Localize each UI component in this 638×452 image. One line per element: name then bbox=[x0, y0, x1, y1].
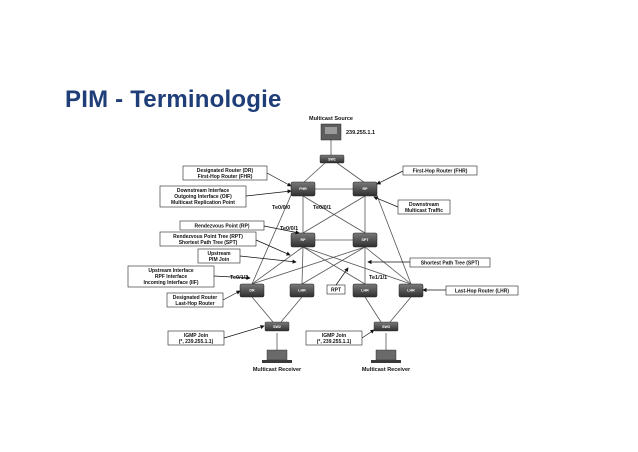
callout-rpt-spt: Rendezvous Point Tree (RPT) Shortest Pat… bbox=[159, 231, 257, 247]
svg-text:(*, 239.255.1.1): (*, 239.255.1.1) bbox=[179, 339, 214, 345]
svg-text:RPF Interface: RPF Interface bbox=[155, 274, 187, 280]
router-label: LHR bbox=[298, 289, 306, 293]
callout-upstream-join: Upstream PIM Join bbox=[197, 248, 241, 264]
callout-spt: Shortest Path Tree (SPT) bbox=[409, 257, 491, 268]
laptop-icon bbox=[266, 349, 288, 361]
callout-rp: Rendezvous Point (RP) bbox=[179, 220, 265, 231]
callout-igmp-join-left: IGMP Join (*, 239.255.1.1) bbox=[167, 330, 225, 346]
router-label: RP bbox=[301, 238, 307, 242]
svg-text:Last-Hop Router: Last-Hop Router bbox=[175, 301, 214, 307]
callout-lhr: Last-Hop Router (LHR) bbox=[445, 285, 519, 296]
router-mid-right: SPT bbox=[352, 232, 378, 248]
port-label: Te0/0/1 bbox=[280, 226, 298, 232]
port-label: Te0/0/0 bbox=[272, 205, 290, 211]
router-icon bbox=[352, 181, 378, 197]
callout-dr-lhr: Designated Router Last-Hop Router bbox=[166, 292, 224, 308]
multicast-receiver-2: Multicast Receiver bbox=[362, 349, 411, 373]
router-label: DR bbox=[249, 289, 255, 293]
switch-label: SW3 bbox=[382, 325, 390, 329]
svg-text:Last-Hop Router (LHR): Last-Hop Router (LHR) bbox=[455, 289, 509, 295]
svg-text:Designated Router: Designated Router bbox=[173, 295, 218, 301]
callout-arrows bbox=[213, 170, 446, 339]
receiver-label: Multicast Receiver bbox=[362, 367, 411, 373]
router-icon bbox=[290, 232, 316, 248]
router-label: FHR bbox=[299, 187, 307, 191]
router-label: SPT bbox=[362, 238, 370, 242]
router-icon bbox=[352, 283, 378, 298]
multicast-receiver-1: Multicast Receiver bbox=[253, 349, 302, 373]
router-label: RP bbox=[363, 187, 369, 191]
switch-label: SW1 bbox=[328, 158, 336, 162]
server-screen bbox=[325, 127, 337, 134]
switch-sw1: SW1 bbox=[319, 154, 345, 164]
callout-downstream-traffic: Downstream Multicast Traffic bbox=[397, 199, 451, 215]
svg-text:Rendezvous Point (RP): Rendezvous Point (RP) bbox=[194, 224, 249, 230]
switch-icon bbox=[373, 321, 399, 332]
router-bottom-3: LHR bbox=[352, 283, 378, 298]
router-bottom-1: DR bbox=[239, 283, 265, 298]
receiver-label: Multicast Receiver bbox=[253, 367, 302, 373]
svg-text:Rendezvous Point Tree (RPT): Rendezvous Point Tree (RPT) bbox=[173, 234, 243, 240]
network-links bbox=[251, 140, 412, 352]
port-label: Te0/0/1 bbox=[313, 205, 331, 211]
callouts: Designated Router (DR) First-Hop Router … bbox=[127, 165, 519, 346]
callout-dr-fhr: Designated Router (DR) First-Hop Router … bbox=[182, 165, 268, 181]
router-label: LHR bbox=[361, 289, 369, 293]
svg-text:Upstream Interface: Upstream Interface bbox=[148, 268, 194, 274]
switch-icon bbox=[319, 154, 345, 164]
svg-text:(*, 239.255.1.1): (*, 239.255.1.1) bbox=[317, 339, 352, 345]
laptop-icon bbox=[375, 349, 397, 361]
svg-text:Shortest Path Tree (SPT): Shortest Path Tree (SPT) bbox=[179, 240, 238, 246]
router-fhr: FHR bbox=[290, 181, 316, 197]
callout-oif: Downstream Interface Outgoing Interface … bbox=[159, 185, 247, 208]
router-mid-left: RP bbox=[290, 232, 316, 248]
svg-text:Downstream Interface: Downstream Interface bbox=[177, 188, 229, 194]
svg-text:PIM Join: PIM Join bbox=[209, 257, 230, 263]
switch-label: SW2 bbox=[273, 325, 281, 329]
multicast-source: Multicast Source 239.255.1.1 bbox=[309, 116, 375, 141]
laptop-base bbox=[371, 360, 401, 363]
port-label: Te1/1/1 bbox=[369, 275, 387, 281]
svg-text:Multicast Traffic: Multicast Traffic bbox=[405, 208, 443, 214]
svg-text:Outgoing Interface (OIF): Outgoing Interface (OIF) bbox=[174, 194, 232, 200]
svg-text:Shortest Path Tree (SPT): Shortest Path Tree (SPT) bbox=[421, 261, 480, 267]
laptop-base bbox=[262, 360, 292, 363]
slide-title: PIM - Terminologie bbox=[65, 86, 282, 113]
router-icon bbox=[289, 283, 315, 298]
svg-text:First-Hop Router (FHR): First-Hop Router (FHR) bbox=[413, 169, 468, 175]
callout-igmp-join-right: IGMP Join (*, 239.255.1.1) bbox=[305, 330, 363, 346]
switch-sw2: SW2 bbox=[264, 321, 290, 332]
svg-text:Designated Router (DR): Designated Router (DR) bbox=[197, 168, 254, 174]
svg-text:RPT: RPT bbox=[331, 288, 341, 294]
multicast-group-label: 239.255.1.1 bbox=[346, 130, 375, 136]
callout-fhr: First-Hop Router (FHR) bbox=[402, 165, 478, 176]
router-bottom-2: LHR bbox=[289, 283, 315, 298]
multicast-source-label: Multicast Source bbox=[309, 116, 353, 122]
router-icon bbox=[239, 283, 265, 298]
svg-text:IGMP Join: IGMP Join bbox=[184, 333, 208, 339]
switch-sw3: SW3 bbox=[373, 321, 399, 332]
svg-text:Upstream: Upstream bbox=[207, 251, 231, 257]
svg-text:IGMP Join: IGMP Join bbox=[322, 333, 346, 339]
router-label: LHR bbox=[407, 289, 415, 293]
router-icon bbox=[290, 181, 316, 197]
switch-icon bbox=[264, 321, 290, 332]
port-label: Te0/1/2 bbox=[230, 275, 248, 281]
svg-text:Incoming Interface (IIF): Incoming Interface (IIF) bbox=[143, 280, 198, 286]
callout-rpt: RPT bbox=[326, 284, 346, 295]
router-bottom-4: LHR bbox=[398, 283, 424, 298]
svg-text:Downstream: Downstream bbox=[409, 202, 440, 208]
svg-text:Multicast Replication Point: Multicast Replication Point bbox=[171, 200, 235, 206]
port-labels: Te0/0/0 Te0/0/1 Te0/0/1 Te0/1/2 Te1/1/1 bbox=[230, 205, 387, 281]
router-icon bbox=[352, 232, 378, 248]
router-top-right: RP bbox=[352, 181, 378, 197]
svg-text:First-Hop Router (FHR): First-Hop Router (FHR) bbox=[198, 174, 253, 180]
callout-iif: Upstream Interface RPF Interface Incomin… bbox=[127, 265, 215, 288]
